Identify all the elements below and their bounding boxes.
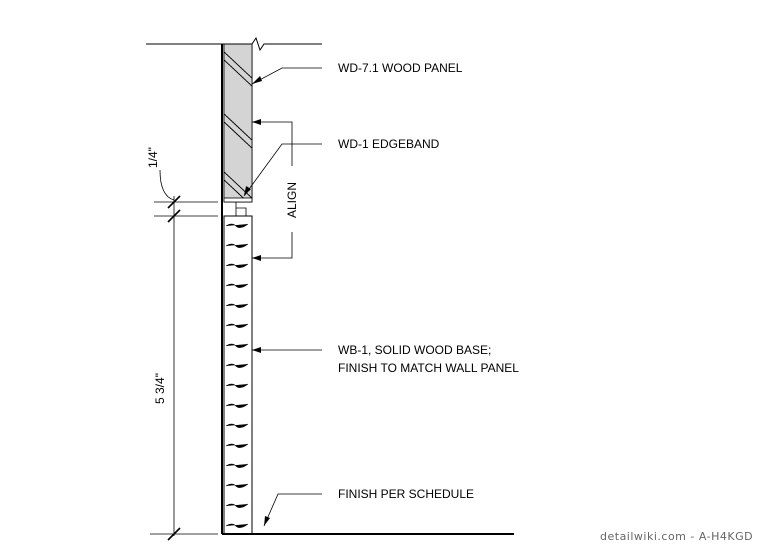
gap-dimension: 1/4": [146, 147, 160, 168]
base-label-line-2: FINISH TO MATCH WALL PANEL: [338, 361, 519, 375]
align-label: ALIGN: [285, 182, 299, 218]
solid-wood-base: [223, 215, 253, 535]
leader-lines: [159, 67, 322, 527]
leader-arrowheads: [244, 76, 270, 526]
finish-label: FINISH PER SCHEDULE: [338, 487, 474, 501]
watermark: detailwiki.com - A-H4KGD: [600, 530, 753, 543]
align-bracket: [252, 121, 293, 259]
break-line: [146, 36, 322, 52]
edgeband: [223, 197, 253, 217]
wood-panel-label: WD-7.1 WOOD PANEL: [338, 61, 463, 75]
edgeband-label: WD-1 EDGEBAND: [338, 137, 440, 151]
base-label-line-1: WB-1, SOLID WOOD BASE;: [338, 343, 491, 357]
dimension-lines: [150, 195, 218, 541]
wood-panel: [223, 43, 253, 203]
base-height-dimension: 5 3/4": [153, 373, 167, 404]
